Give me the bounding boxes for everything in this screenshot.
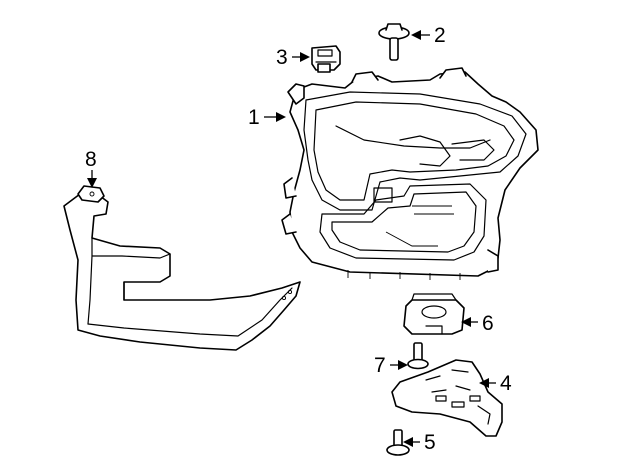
callout-8-arrow-icon [87,178,97,188]
bracket-part-4 [391,359,503,437]
callout-1-label: 1 [248,106,260,129]
callout-1: 1 [248,106,286,129]
callout-4: 4 [479,372,512,395]
callout-6-label: 6 [482,312,494,335]
callout-2-arrow-icon [411,30,421,40]
callout-3-arrow-icon [300,52,310,62]
callout-7-arrow-icon [398,360,408,370]
callout-4-label: 4 [500,372,512,395]
callout-5: 5 [403,431,436,454]
callout-2: 2 [411,24,446,47]
callout-4-arrow-icon [479,378,489,388]
callout-5-arrow-icon [403,437,413,447]
module-part-6 [403,293,465,335]
callout-3-label: 3 [276,46,288,69]
headlamp-assembly [281,67,539,280]
deflector-part-8 [63,185,301,351]
screw-part-7 [407,342,429,370]
callout-8: 8 [85,148,97,188]
callout-3: 3 [276,46,310,69]
callout-8-label: 8 [85,148,97,171]
callout-7: 7 [374,354,408,377]
screw-part-5 [386,429,410,456]
callout-5-label: 5 [424,431,436,454]
clip-part-3 [311,45,341,73]
callout-7-label: 7 [374,354,386,377]
callout-1-arrow-icon [276,112,286,122]
callout-6-arrow-icon [461,317,471,327]
callout-6: 6 [461,312,494,335]
bolt-part-2 [378,23,410,61]
callout-2-label: 2 [434,24,446,47]
